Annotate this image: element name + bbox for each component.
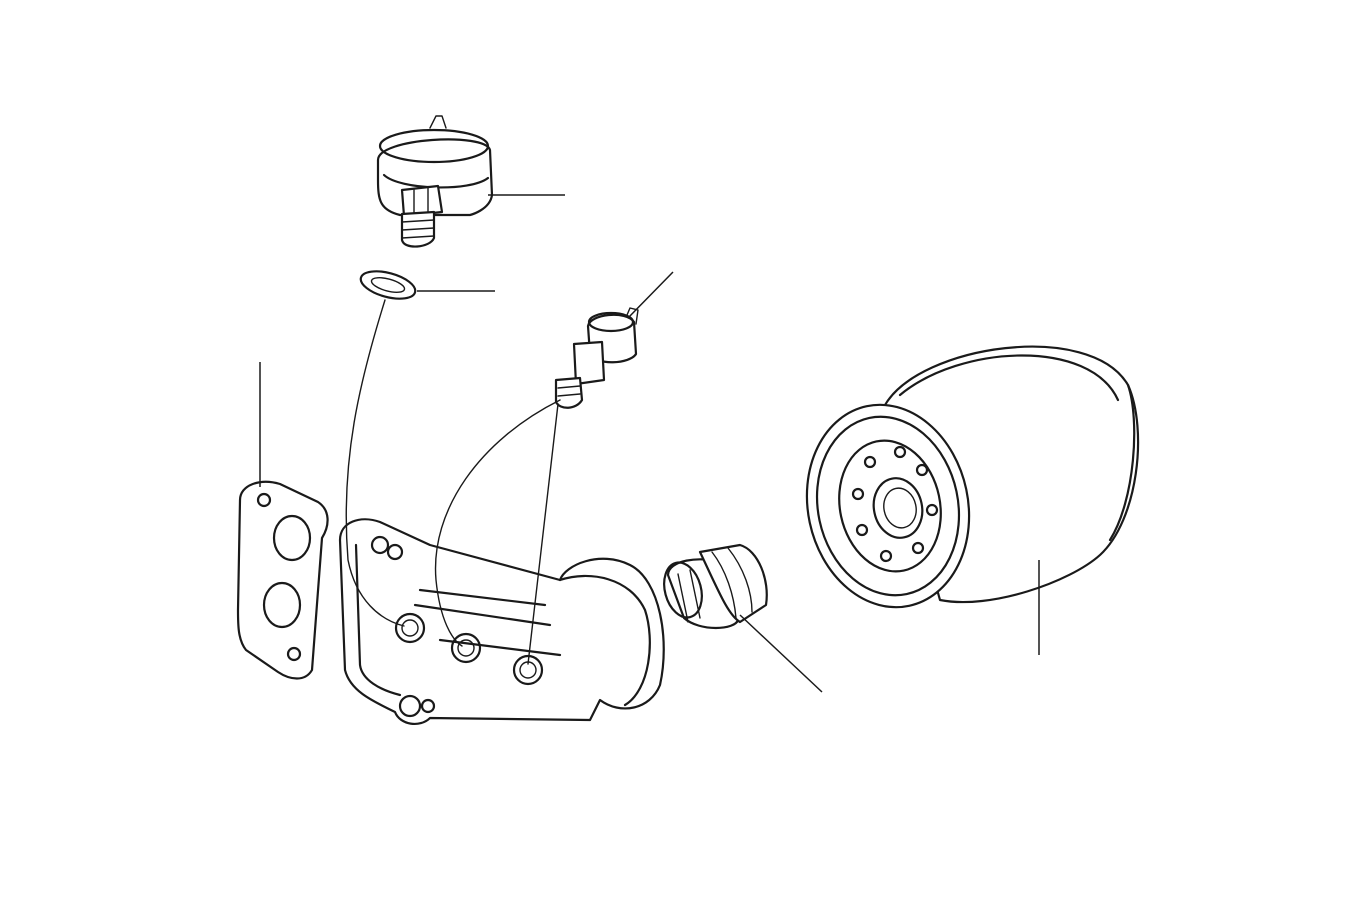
temperature-sender xyxy=(554,307,639,409)
filter-housing xyxy=(338,518,665,726)
threaded-adapter xyxy=(663,543,768,629)
oil-filter-cartridge xyxy=(805,345,1140,609)
assembly-lines xyxy=(345,299,561,665)
leader-lines xyxy=(259,194,1040,693)
oil-pressure-switch xyxy=(376,115,494,248)
leader-line-adapter xyxy=(739,614,823,693)
leader-line-sender xyxy=(627,271,674,319)
sealing-washer xyxy=(359,270,417,300)
gasket xyxy=(236,480,329,680)
